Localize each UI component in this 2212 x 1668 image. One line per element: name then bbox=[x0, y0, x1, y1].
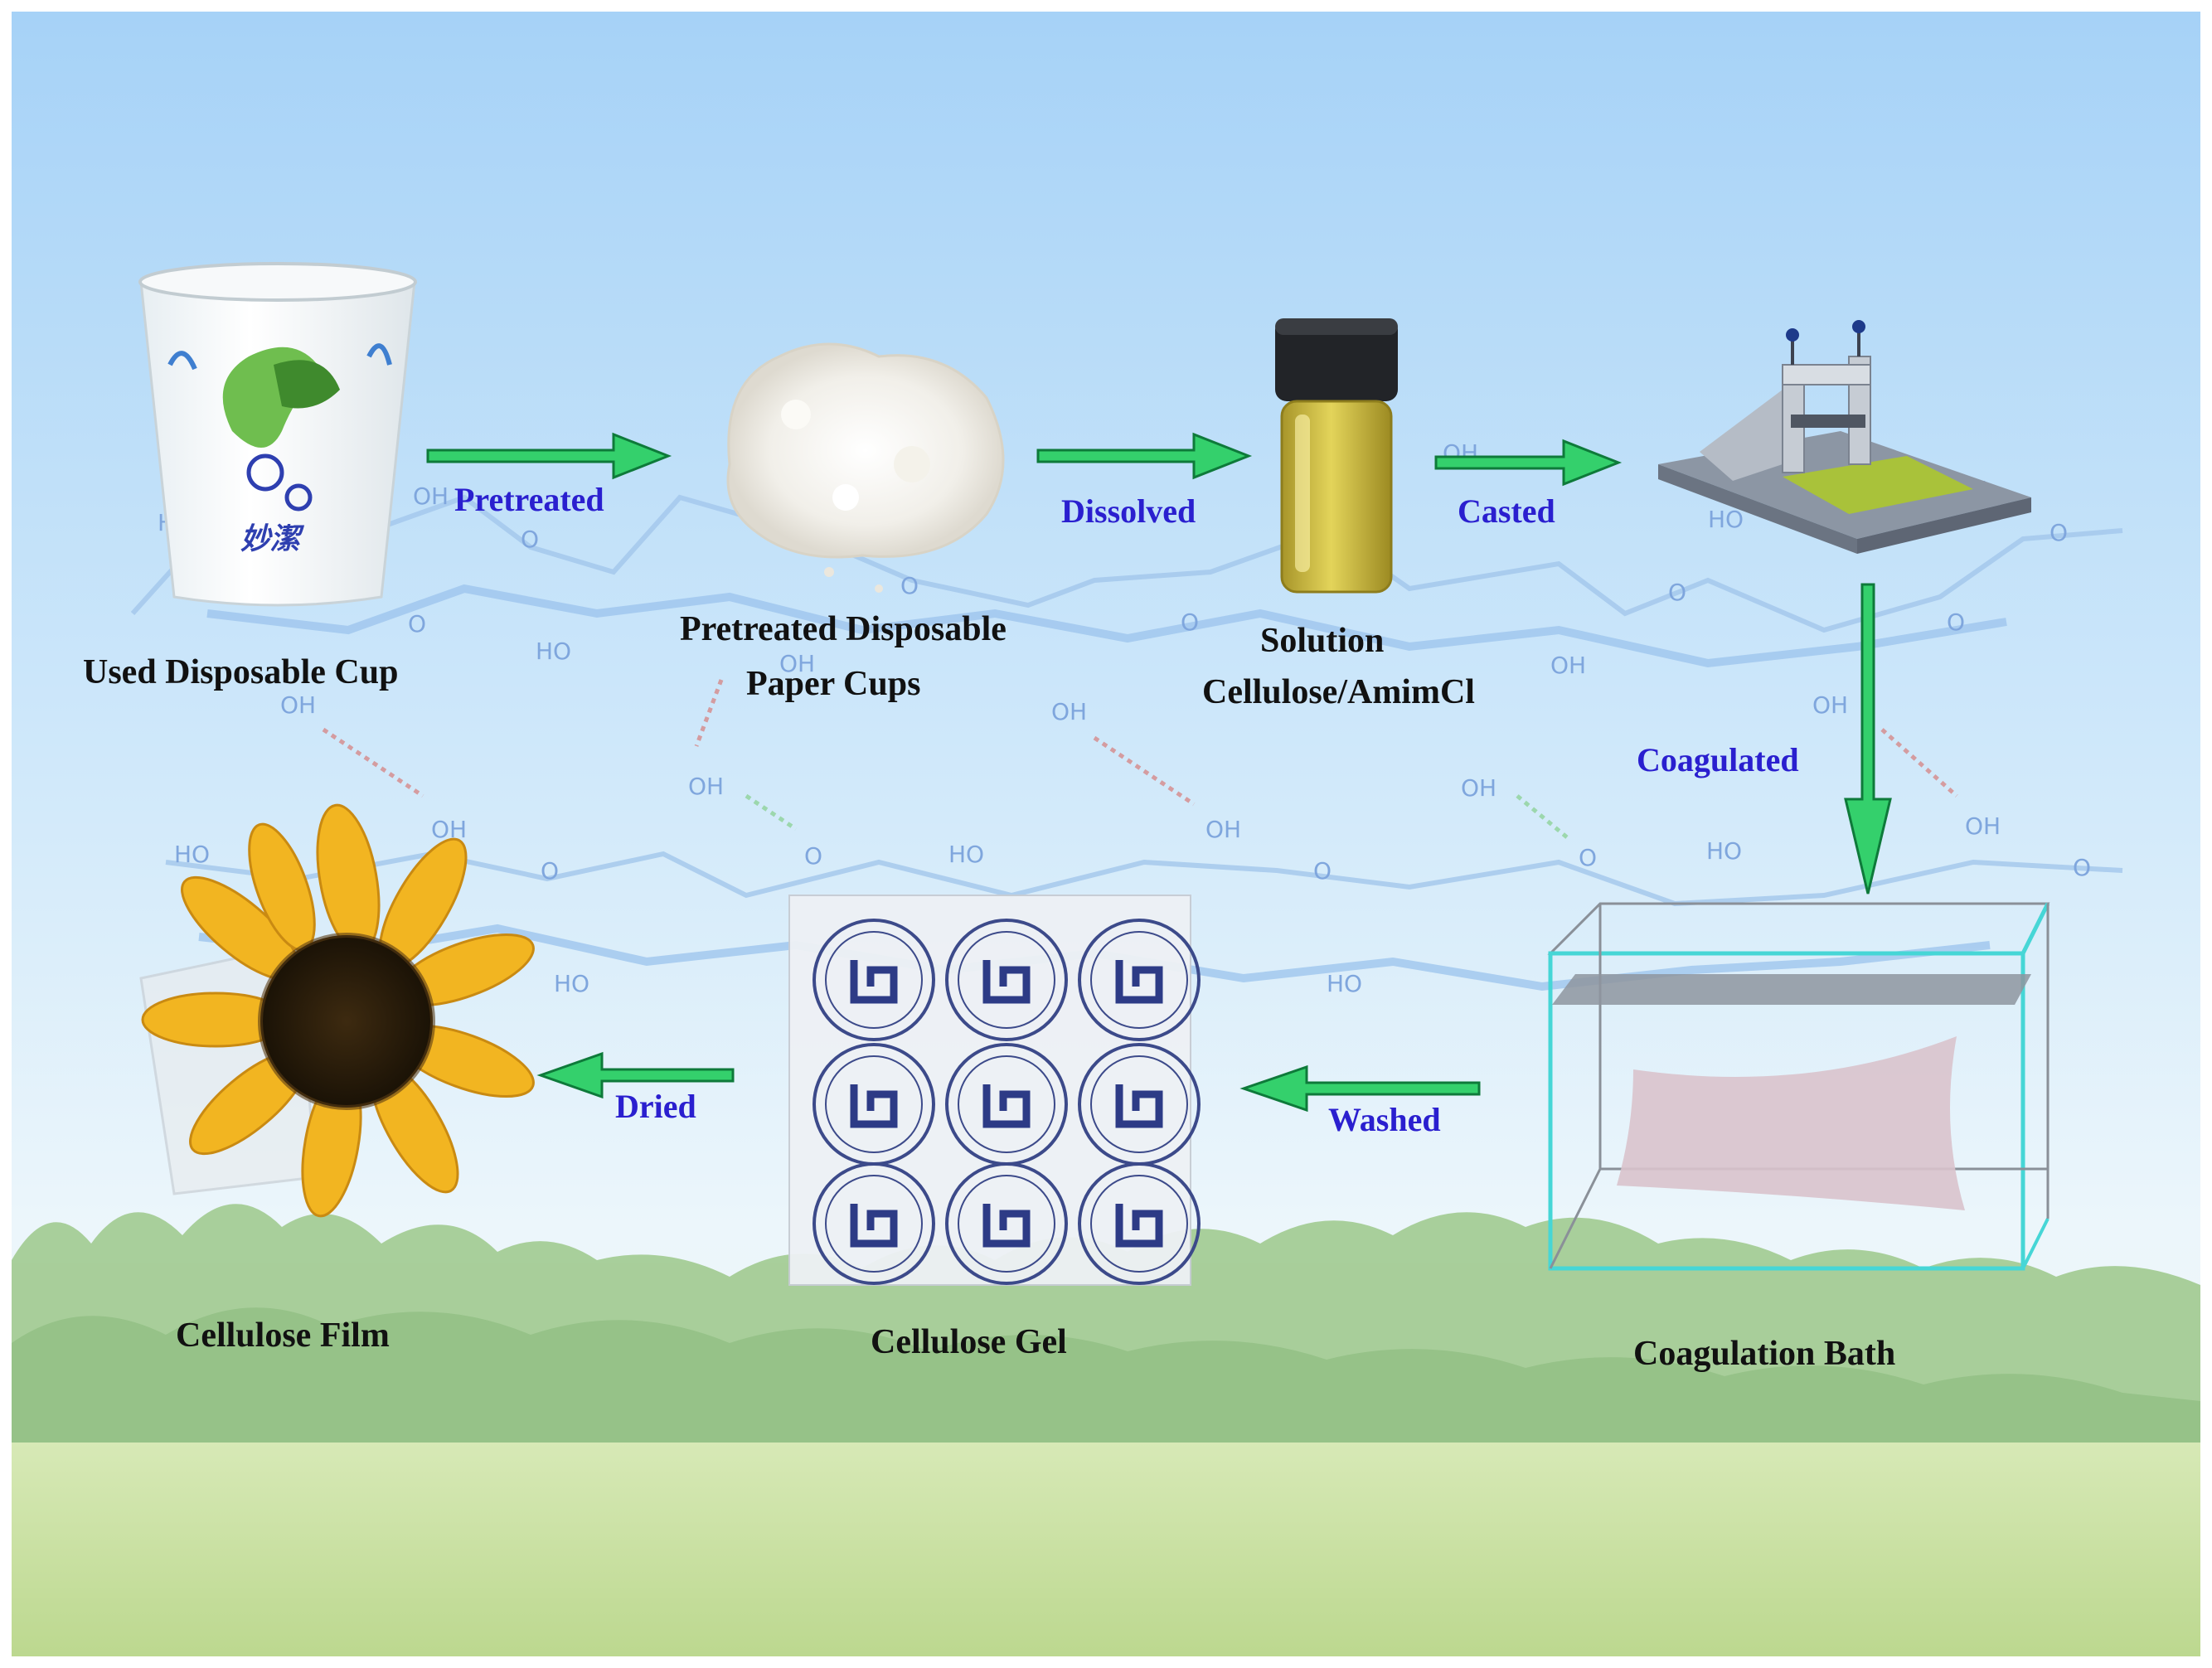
stage-label-pretreated-line1: Pretreated Disposable bbox=[680, 610, 1007, 648]
stage-label-solution-line2: Cellulose/AmimCl bbox=[1202, 673, 1475, 711]
chem-label-ho: HO bbox=[1706, 837, 1742, 865]
stage-label-cellulose-gel: Cellulose Gel bbox=[871, 1323, 1067, 1361]
arrow-pretreated bbox=[426, 432, 672, 480]
chem-label-oh: OH bbox=[688, 773, 724, 800]
step-label-dissolved: Dissolved bbox=[1061, 492, 1196, 530]
stage-label-used-cup: Used Disposable Cup bbox=[83, 653, 398, 691]
cellulose-film-illustration bbox=[139, 803, 535, 1218]
step-label-dried: Dried bbox=[615, 1088, 696, 1125]
stage-label-coagulation-bath: Coagulation Bath bbox=[1633, 1335, 1895, 1373]
arrow-casted bbox=[1434, 439, 1623, 487]
pretreated-powder-illustration bbox=[726, 342, 1005, 593]
cellulose-gel-illustration bbox=[788, 895, 1201, 1286]
step-label-washed: Washed bbox=[1328, 1101, 1441, 1138]
chem-label-ho: HO bbox=[554, 970, 589, 997]
chem-label-ho: HO bbox=[536, 638, 571, 665]
casting-machine-illustration bbox=[1658, 320, 2031, 554]
arrow-washed bbox=[1239, 1064, 1481, 1113]
coagulation-bath-illustration bbox=[1547, 902, 2050, 1271]
chem-label-oh: OH bbox=[1205, 816, 1241, 843]
chem-label-oh: OH bbox=[413, 482, 449, 510]
step-label-casted: Casted bbox=[1458, 492, 1555, 530]
chem-label-ho: HO bbox=[1708, 506, 1744, 533]
chem-label-ho: HO bbox=[174, 841, 210, 868]
used-cup-illustration: 妙潔 bbox=[138, 262, 417, 607]
chem-label-oh: OH bbox=[1812, 691, 1848, 719]
chem-label-ho: HO bbox=[948, 841, 984, 868]
arrow-coagulated bbox=[1844, 583, 1892, 895]
arrow-dissolved bbox=[1036, 432, 1253, 480]
chem-label-o: O bbox=[1579, 844, 1597, 871]
stage-label-cellulose-film: Cellulose Film bbox=[176, 1316, 390, 1355]
stage-label-pretreated-line2: Paper Cups bbox=[746, 665, 920, 703]
chem-label-oh: OH bbox=[1461, 774, 1496, 802]
arrow-dried bbox=[536, 1051, 735, 1099]
chem-label-o: O bbox=[1668, 579, 1686, 606]
step-label-pretreated: Pretreated bbox=[454, 481, 604, 518]
chem-label-o: O bbox=[1313, 857, 1332, 885]
chem-label-oh: OH bbox=[1965, 812, 2001, 840]
chem-label-o: O bbox=[804, 842, 822, 870]
solution-vial-illustration bbox=[1275, 318, 1398, 594]
chem-label-o: O bbox=[521, 526, 539, 553]
cup-logo-text: 妙潔 bbox=[240, 522, 305, 556]
chem-label-oh: OH bbox=[280, 691, 316, 719]
process-arrows bbox=[426, 432, 1892, 1113]
stage-label-solution-line1: Solution bbox=[1260, 622, 1384, 660]
chem-label-o: O bbox=[900, 572, 919, 599]
chem-label-o: O bbox=[1181, 609, 1199, 636]
chem-label-o: O bbox=[2049, 519, 2068, 546]
background bbox=[12, 12, 2200, 1656]
chem-label-o: O bbox=[541, 857, 559, 885]
chem-label-ho: HO bbox=[1327, 970, 1362, 997]
chem-label-o: O bbox=[408, 610, 426, 638]
grass-field bbox=[12, 1443, 2200, 1656]
chem-label-oh: OH bbox=[1550, 652, 1586, 679]
chem-label-oh: OH bbox=[1051, 698, 1087, 725]
step-label-coagulated: Coagulated bbox=[1637, 741, 1799, 778]
chem-label-oh: OH bbox=[779, 650, 815, 677]
chem-label-o: O bbox=[2073, 854, 2091, 881]
chem-label-o: O bbox=[1947, 609, 1965, 636]
